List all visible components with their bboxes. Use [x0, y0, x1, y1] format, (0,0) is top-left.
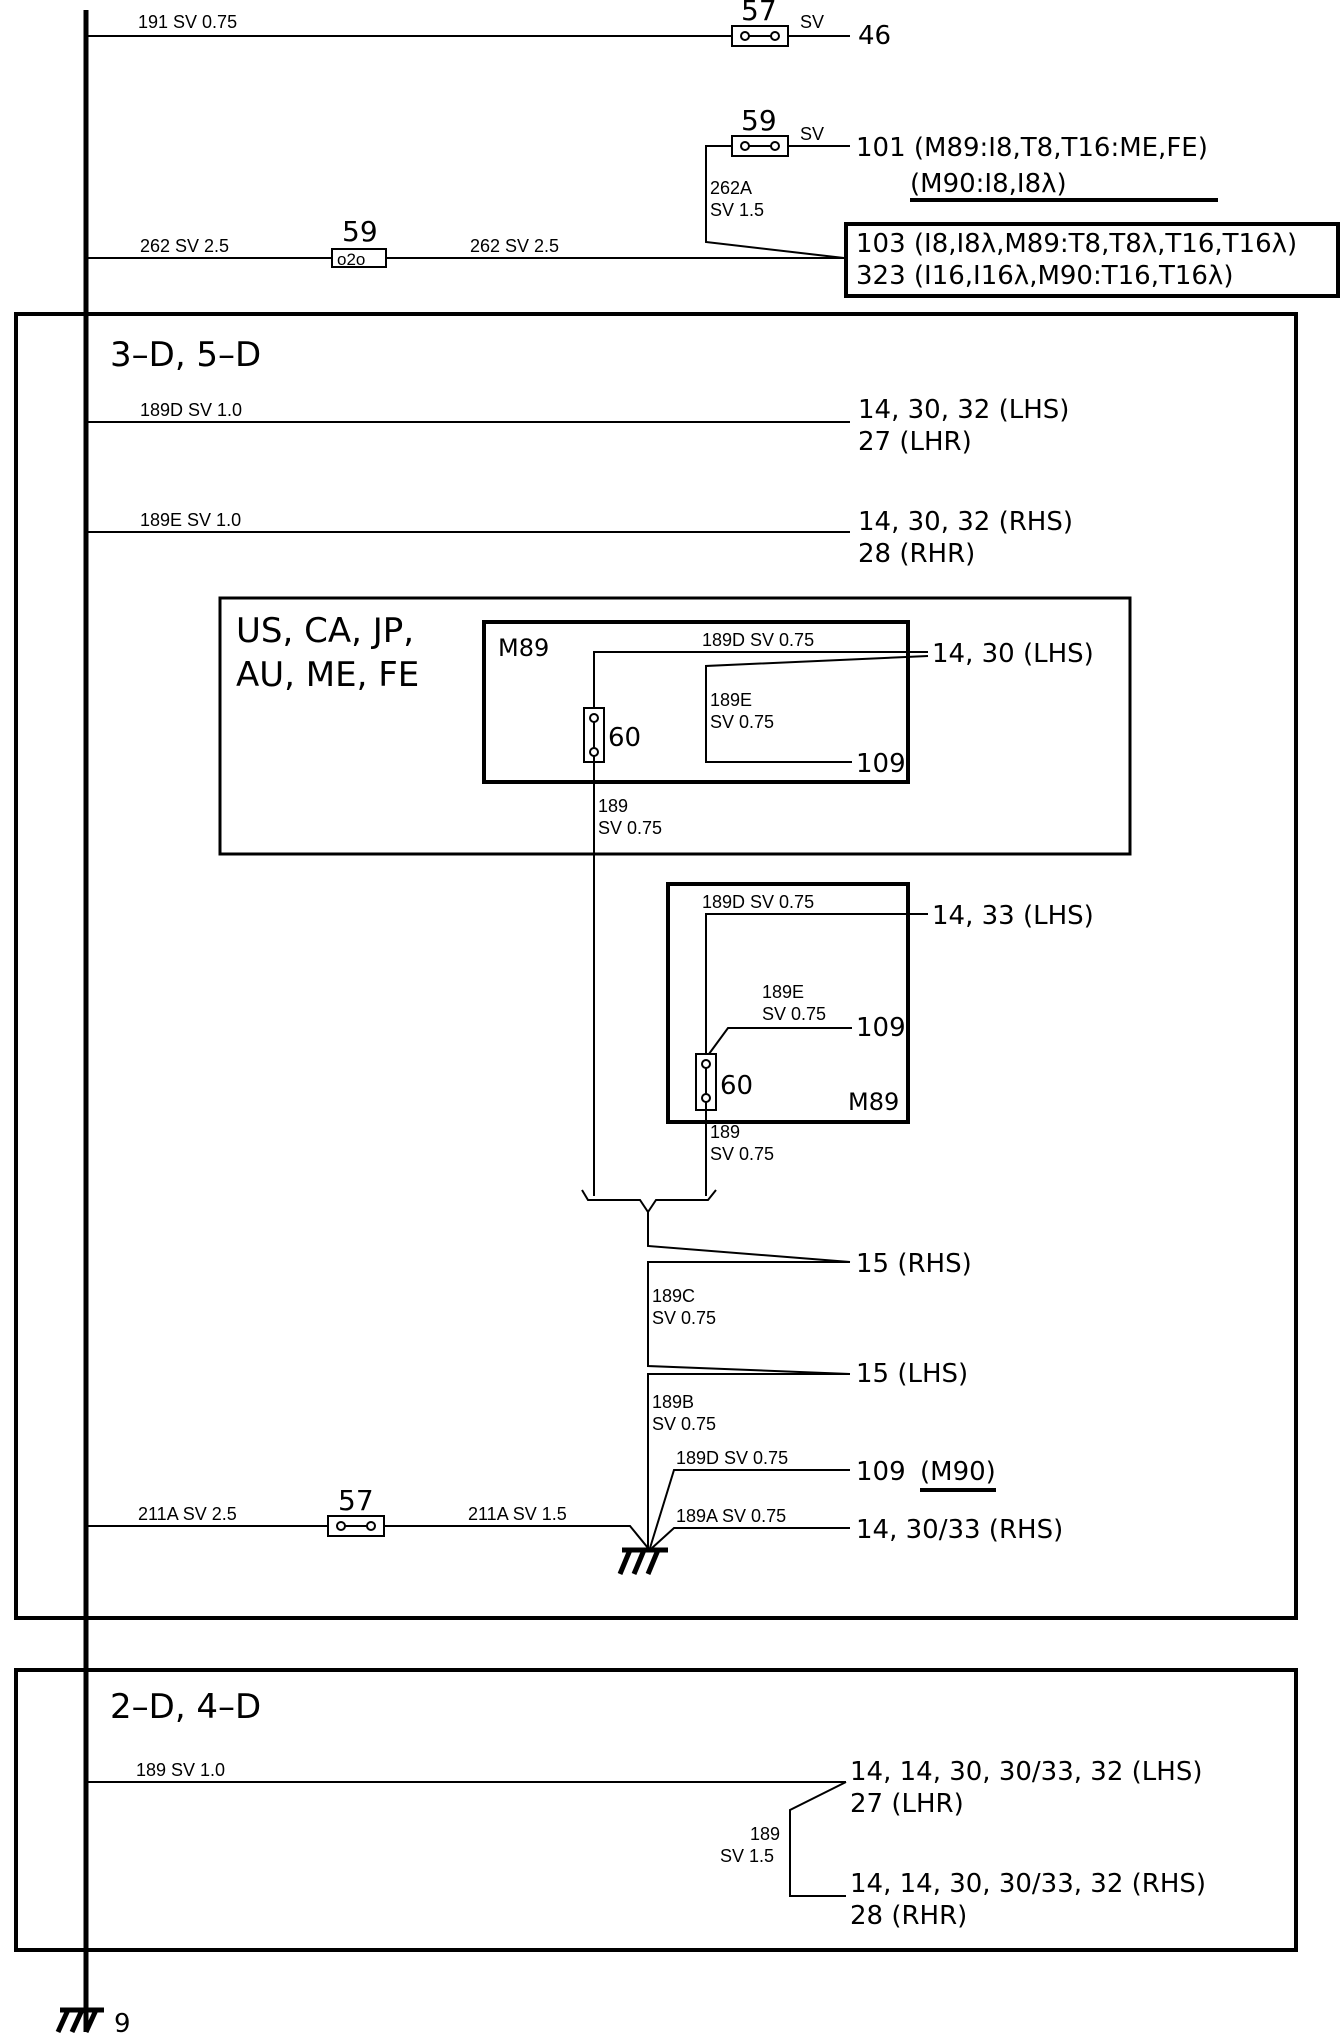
dest-m90-note: (M90:I8,I8λ): [910, 169, 1067, 199]
dest-109-m90: 109: [856, 1457, 906, 1487]
wire-189c-size: SV 0.75: [652, 1308, 716, 1328]
wire-189d-m89-lower-label: 189D SV 0.75: [702, 892, 814, 912]
wire-189e-m89-upper-size: SV 0.75: [710, 712, 774, 732]
wire-189-branch-label: 189: [750, 1824, 780, 1844]
box-3d-5d: [14, 312, 1298, 1620]
wire-189-lower-label: 189: [710, 1122, 740, 1142]
fuse-60-lower-label: 60: [720, 1071, 753, 1101]
dest-101: 101 (M89:I8,T8,T16:ME,FE): [856, 133, 1208, 163]
wire-189e-m89-upper-label: 189E: [710, 690, 752, 710]
dest-14-lhs-2d4d: 14, 14, 30, 30/33, 32 (LHS): [850, 1757, 1202, 1787]
merge-bracket: [581, 1189, 717, 1214]
ground-icon-lower: [617, 1547, 668, 1575]
dest-109-upper: 109: [856, 749, 906, 779]
sv-label-a: SV: [800, 12, 824, 32]
dest-14-rhs-2d4d: 14, 14, 30, 30/33, 32 (RHS): [850, 1869, 1206, 1899]
wire-262-left-label: 262 SV 2.5: [140, 236, 229, 256]
dest-27-2d4d: 27 (LHR): [850, 1789, 964, 1819]
box-2d-4d: [14, 1668, 1298, 1952]
dest-28: 28 (RHR): [858, 539, 975, 569]
wire-191-label: 191 SV 0.75: [138, 12, 237, 32]
wire-189e-m89-upper: [705, 655, 929, 763]
wire-262a-size: SV 1.5: [710, 200, 764, 220]
dest-14-lhs: 14, 30, 32 (LHS): [858, 395, 1069, 425]
box-m89-upper: [482, 620, 910, 784]
wire-189b: [647, 1373, 850, 1548]
wire-189-branch-2d4d: [789, 1781, 847, 1897]
fuse-60-upper-label: 60: [608, 723, 641, 753]
dest-15-rhs: 15 (RHS): [856, 1249, 972, 1279]
dest-323: 323 (I16,I16λ,M90:T16,T16λ): [856, 261, 1233, 291]
wire-189c: [647, 1261, 851, 1375]
wire-189a: [651, 1527, 850, 1549]
wire-262a-label: 262A: [710, 178, 752, 198]
box-3d-5d-title: 3–D, 5–D: [110, 335, 261, 375]
box-2d-4d-title: 2–D, 4–D: [110, 1687, 261, 1727]
connector-57-top-label: 57: [741, 0, 777, 27]
box-markets: [218, 596, 1132, 856]
connector-57-lower-label: 57: [338, 1484, 374, 1517]
sv-label-b: SV: [800, 124, 824, 144]
dest-14-30-33-rhs: 14, 30/33 (RHS): [856, 1515, 1063, 1545]
connector-59-lower-pins: o2o: [337, 250, 365, 269]
wire-189e-m89-lower-label: 189E: [762, 982, 804, 1002]
markets-line-2: AU, ME, FE: [236, 655, 419, 695]
m89-upper-label: M89: [498, 634, 549, 662]
dest-27: 27 (LHR): [858, 427, 972, 457]
dest-14-33-lhs: 14, 33 (LHS): [932, 901, 1094, 931]
wire-189d-m89-lower: [705, 913, 928, 1054]
dest-109-lower: 109: [856, 1013, 906, 1043]
connector-59-lower-label: 59: [342, 215, 378, 248]
dest-box-103-323: [844, 222, 1340, 298]
dest-28-2d4d: 28 (RHR): [850, 1901, 967, 1931]
dest-14-30-lhs: 14, 30 (LHS): [932, 639, 1094, 669]
wire-262-right-label: 262 SV 2.5: [470, 236, 559, 256]
markets-line-1: US, CA, JP,: [236, 611, 414, 651]
wire-189-upper-label: 189: [598, 796, 628, 816]
wire-211a-right-label: 211A SV 1.5: [468, 1504, 567, 1524]
dest-46: 46: [858, 21, 891, 51]
wire-189-branch-size: SV 1.5: [720, 1846, 774, 1866]
wire-189a-label: 189A SV 0.75: [676, 1506, 786, 1526]
wire-189e-1-label: 189E SV 1.0: [140, 510, 241, 530]
wire-189b-label: 189B: [652, 1392, 694, 1412]
ground-number: 9: [114, 2009, 131, 2039]
wire-189c-label: 189C: [652, 1286, 695, 1306]
box-m89-lower: [666, 882, 910, 1124]
connector-59-upper-label: 59: [741, 104, 777, 137]
wire-189d-m90-label: 189D SV 0.75: [676, 1448, 788, 1468]
dest-15-lhs: 15 (LHS): [856, 1359, 968, 1389]
wire-189e-m89-lower-size: SV 0.75: [762, 1004, 826, 1024]
m89-lower-label: M89: [848, 1088, 899, 1116]
wire-189d-m89-upper-label: 189D SV 0.75: [702, 630, 814, 650]
wire-189-merged: [647, 1212, 851, 1263]
wire-189-lower-size: SV 0.75: [710, 1144, 774, 1164]
wire-189d-1-label: 189D SV 1.0: [140, 400, 242, 420]
dest-m90-tag: (M90): [920, 1457, 996, 1487]
wire-189d-m90: [649, 1469, 850, 1549]
wire-189-2d4d-label: 189 SV 1.0: [136, 1760, 225, 1780]
wire-189e-m89-lower: [705, 1027, 852, 1059]
wire-189-upper-size: SV 0.75: [598, 818, 662, 838]
dest-103: 103 (I8,I8λ,M89:T8,T8λ,T16,T16λ): [856, 229, 1297, 259]
ground-icon-bottom: [55, 2007, 104, 2034]
dest-14-rhs: 14, 30, 32 (RHS): [858, 507, 1073, 537]
wire-262a: [705, 145, 845, 259]
wire-211a-left-label: 211A SV 2.5: [138, 1504, 237, 1524]
wire-189d-m89-upper: [593, 651, 928, 718]
wire-189b-size: SV 0.75: [652, 1414, 716, 1434]
